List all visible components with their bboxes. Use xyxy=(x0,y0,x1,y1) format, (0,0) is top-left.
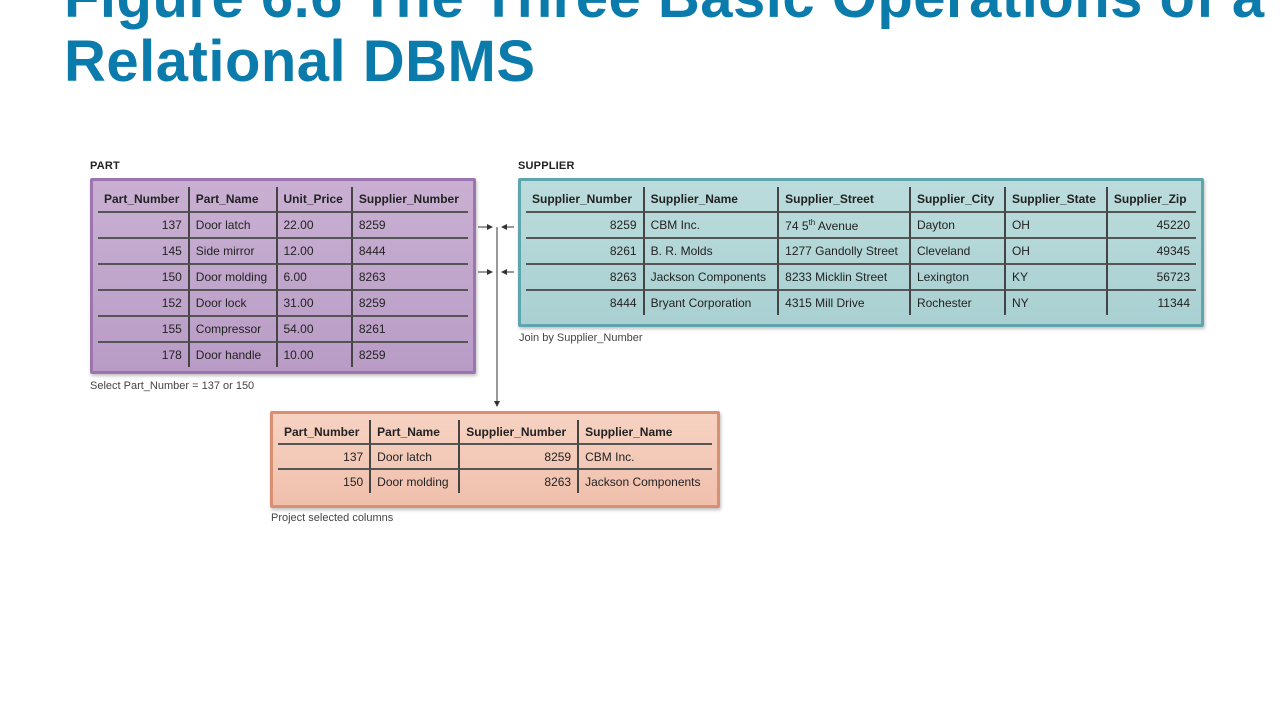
supplier-cell: Cleveland xyxy=(910,239,1006,265)
supplier-col-header: Supplier_Name xyxy=(644,187,780,213)
part-cell: 155 xyxy=(98,317,190,343)
part-cell: Door latch xyxy=(189,213,278,239)
result-col-header: Supplier_Name xyxy=(579,420,712,445)
part-cell: Door lock xyxy=(189,291,278,317)
result-cell: Door latch xyxy=(371,445,461,470)
supplier-cell: 8261 xyxy=(526,239,645,265)
part-cell: 8261 xyxy=(352,317,468,343)
part-cell: Door molding xyxy=(189,265,278,291)
select-caption: Select Part_Number = 137 or 150 xyxy=(90,380,255,392)
result-col-header: Supplier_Number xyxy=(460,420,580,445)
part-cell: Door handle xyxy=(190,343,278,367)
part-table-label: PART xyxy=(90,160,120,172)
supplier-cell: B. R. Molds xyxy=(644,239,780,265)
supplier-cell: Bryant Corporation xyxy=(645,291,780,315)
supplier-cell: 74 5th Avenue xyxy=(779,213,911,239)
part-cell: 145 xyxy=(98,239,190,265)
part-cell: Compressor xyxy=(189,317,278,343)
supplier-cell: 4315 Mill Drive xyxy=(779,291,911,315)
part-cell: 54.00 xyxy=(277,317,353,343)
result-cell: 8259 xyxy=(460,445,580,470)
project-caption: Project selected columns xyxy=(271,512,394,524)
part-cell: 178 xyxy=(98,343,190,367)
supplier-cell: 56723 xyxy=(1107,265,1196,291)
part-cell: 22.00 xyxy=(277,213,353,239)
supplier-cell: Lexington xyxy=(910,265,1006,291)
part-col-header: Unit_Price xyxy=(277,187,353,213)
part-col-header: Part_Name xyxy=(189,187,278,213)
supplier-cell: OH xyxy=(1005,239,1108,265)
supplier-cell: Rochester xyxy=(911,291,1006,315)
part-cell: 150 xyxy=(98,265,190,291)
part-cell: 8259 xyxy=(352,291,468,317)
supplier-col-header: Supplier_City xyxy=(910,187,1006,213)
part-cell: 8259 xyxy=(358,348,386,362)
supplier-cell: 11344 xyxy=(1157,296,1190,310)
result-cell: 8263 xyxy=(460,470,580,493)
part-cell: 152 xyxy=(98,291,190,317)
supplier-cell: CBM Inc. xyxy=(644,213,780,239)
slide-title: Figure 6.6 The Three Basic Operations of… xyxy=(64,0,1264,94)
supplier-cell: 1277 Gandolly Street xyxy=(779,239,911,265)
part-cell: 6.00 xyxy=(277,265,353,291)
supplier-cell: 49345 xyxy=(1107,239,1196,265)
result-cell: 150 xyxy=(278,470,372,493)
part-cell: 10.00 xyxy=(278,343,353,367)
part-cell: Side mirror xyxy=(189,239,278,265)
part-col-header: Part_Number xyxy=(98,187,190,213)
part-col-header: Supplier_Number xyxy=(352,187,468,213)
part-cell: 31.00 xyxy=(277,291,353,317)
supplier-col-header: Supplier_Number xyxy=(526,187,645,213)
supplier-table-label: SUPPLIER xyxy=(518,160,575,172)
supplier-cell: 8233 Micklin Street xyxy=(779,265,911,291)
result-cell: CBM Inc. xyxy=(579,445,712,470)
part-cell: 8263 xyxy=(352,265,468,291)
result-cell: 137 xyxy=(278,445,372,470)
supplier-cell: 8444 xyxy=(526,291,645,315)
supplier-col-header: Supplier_Zip xyxy=(1107,187,1196,213)
part-cell: 8259 xyxy=(352,213,468,239)
supplier-cell: 8263 xyxy=(526,265,645,291)
supplier-col-header: Supplier_State xyxy=(1005,187,1108,213)
supplier-cell: KY xyxy=(1005,265,1108,291)
part-cell: 12.00 xyxy=(277,239,353,265)
part-cell: 137 xyxy=(98,213,190,239)
supplier-cell: Jackson Components xyxy=(644,265,780,291)
supplier-cell: OH xyxy=(1005,213,1108,239)
join-caption: Join by Supplier_Number xyxy=(519,332,643,344)
result-col-header: Part_Name xyxy=(371,420,461,445)
result-col-header: Part_Number xyxy=(278,420,372,445)
supplier-cell: 45220 xyxy=(1107,213,1196,239)
supplier-col-header: Supplier_Street xyxy=(779,187,911,213)
part-cell: 8444 xyxy=(352,239,468,265)
supplier-cell: 8259 xyxy=(526,213,645,239)
supplier-cell: Dayton xyxy=(910,213,1006,239)
supplier-cell: NY xyxy=(1006,291,1108,315)
result-cell: Jackson Components xyxy=(585,474,701,489)
result-cell: Door molding xyxy=(371,470,461,493)
